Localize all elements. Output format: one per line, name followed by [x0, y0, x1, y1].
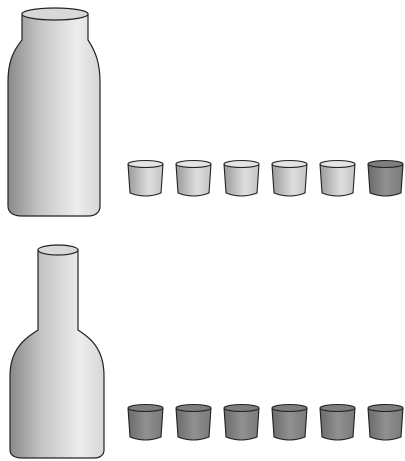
cup: [272, 405, 307, 441]
bottle-wide-neck: [8, 8, 100, 216]
cup-row-bottom: [128, 405, 403, 441]
cup: [224, 161, 259, 197]
cup: [272, 161, 307, 197]
cup: [368, 405, 403, 441]
cup: [224, 405, 259, 441]
cup: [128, 405, 163, 441]
cup: [128, 161, 163, 197]
cup: [368, 161, 403, 197]
bottle-narrow-neck: [10, 245, 104, 458]
cup: [176, 161, 211, 197]
cup: [320, 161, 355, 197]
bottle-mouth: [22, 8, 88, 20]
cup-row-top: [128, 161, 403, 197]
cup: [176, 405, 211, 441]
bottle-mouth: [38, 245, 78, 255]
cup: [320, 405, 355, 441]
